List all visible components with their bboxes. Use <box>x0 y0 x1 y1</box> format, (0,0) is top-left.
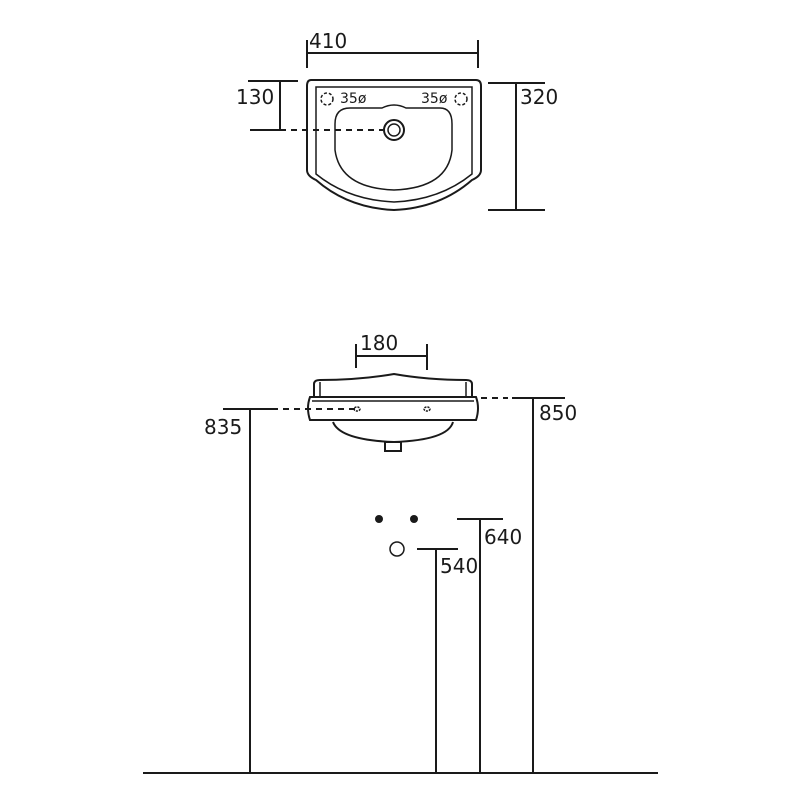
basin-top-outline: 35ø 35ø <box>306 79 482 212</box>
tap-hole-right-label: 35ø <box>421 91 448 107</box>
front-view: 180 835 850 <box>143 331 658 774</box>
basin-front-outline <box>307 372 479 452</box>
supply-point-right-icon <box>410 515 418 523</box>
rim-height-left-dimension: 835 <box>204 408 355 773</box>
tap-offset-label: 130 <box>236 85 274 109</box>
tap-hole-left-label: 35ø <box>340 91 367 107</box>
tap-offset-dimension: 130 <box>236 80 383 131</box>
waste-outlet-icon <box>389 541 405 557</box>
drain-icon <box>383 119 405 141</box>
supply-height-dimension: 640 <box>457 518 522 773</box>
tap-spacing-dimension: 180 <box>355 331 428 370</box>
tap-spacing-label: 180 <box>360 331 398 355</box>
top-view: 410 130 320 35ø 35ø <box>236 29 558 212</box>
supply-height-label: 640 <box>484 525 522 549</box>
depth-dimension: 320 <box>488 82 558 211</box>
width-label: 410 <box>309 29 347 53</box>
supply-point-left-icon <box>375 515 383 523</box>
tap-hole-left-icon <box>320 92 334 106</box>
waste-height-dimension: 540 <box>417 548 478 773</box>
depth-label: 320 <box>520 85 558 109</box>
rim-height-right-label: 850 <box>539 401 577 425</box>
waste-height-label: 540 <box>440 554 478 578</box>
rim-height-right-dimension: 850 <box>481 397 577 773</box>
rim-height-left-label: 835 <box>204 415 242 439</box>
tap-hole-right-icon <box>454 92 468 106</box>
width-dimension: 410 <box>306 29 479 68</box>
